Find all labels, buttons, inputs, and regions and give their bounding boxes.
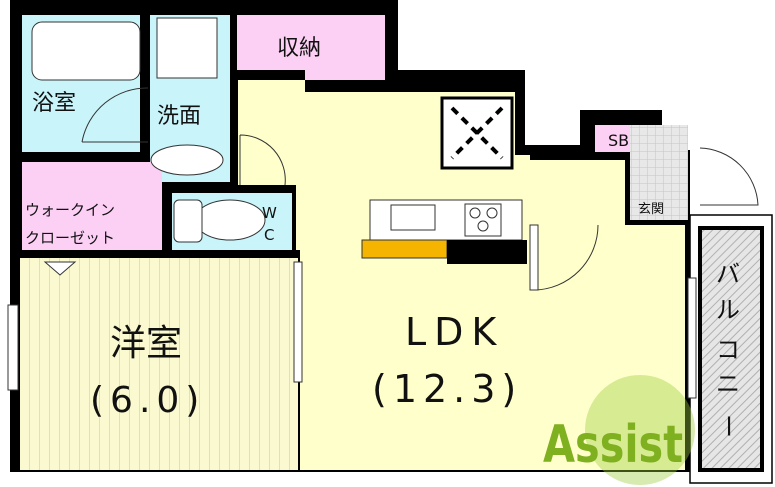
- sink-icon: [390, 204, 436, 231]
- wash-basin: [150, 144, 224, 176]
- label-wic-1: ウォークイン: [25, 201, 115, 219]
- label-ldk-size: (12.3): [372, 367, 522, 411]
- label-entrance: 玄関: [638, 202, 664, 217]
- label-western-room: 洋室: [110, 323, 182, 364]
- bathtub: [31, 21, 141, 81]
- label-washroom: 洗面: [157, 104, 201, 129]
- label-shoe-box: SB: [608, 131, 629, 150]
- entrance-floor: [630, 125, 688, 220]
- label-wic-2: クローゼット: [25, 229, 115, 247]
- wc-door: [239, 134, 286, 186]
- toilet-icon: [194, 199, 266, 241]
- storage-closet: [237, 15, 385, 80]
- label-balcony: バ ル コ ニ ー: [714, 260, 742, 438]
- label-bath: 浴室: [32, 91, 76, 116]
- svg-text:ニ: ニ: [716, 370, 740, 398]
- label-storage: 収納: [277, 36, 321, 61]
- svg-text:ル: ル: [716, 296, 740, 324]
- svg-text:ー: ー: [714, 414, 742, 438]
- washing-machine: [156, 17, 218, 79]
- label-western-size: (6.0): [90, 380, 205, 421]
- svg-text:Assist: Assist: [543, 415, 683, 475]
- front-door: [699, 147, 759, 206]
- bath-door: [81, 87, 149, 143]
- ldk-room: [238, 80, 685, 470]
- svg-text:バ: バ: [716, 260, 740, 288]
- assist-logo: Assist: [543, 375, 695, 485]
- walk-in-closet: [22, 162, 162, 250]
- svg-text:コ: コ: [716, 336, 740, 364]
- hallway: [530, 160, 625, 225]
- label-wc-w: W: [262, 204, 277, 222]
- western-room: [20, 258, 298, 470]
- counter-bar: [361, 239, 448, 259]
- label-wc-c: C: [264, 226, 274, 244]
- label-ldk: LDK: [405, 310, 504, 354]
- balcony: [698, 226, 764, 472]
